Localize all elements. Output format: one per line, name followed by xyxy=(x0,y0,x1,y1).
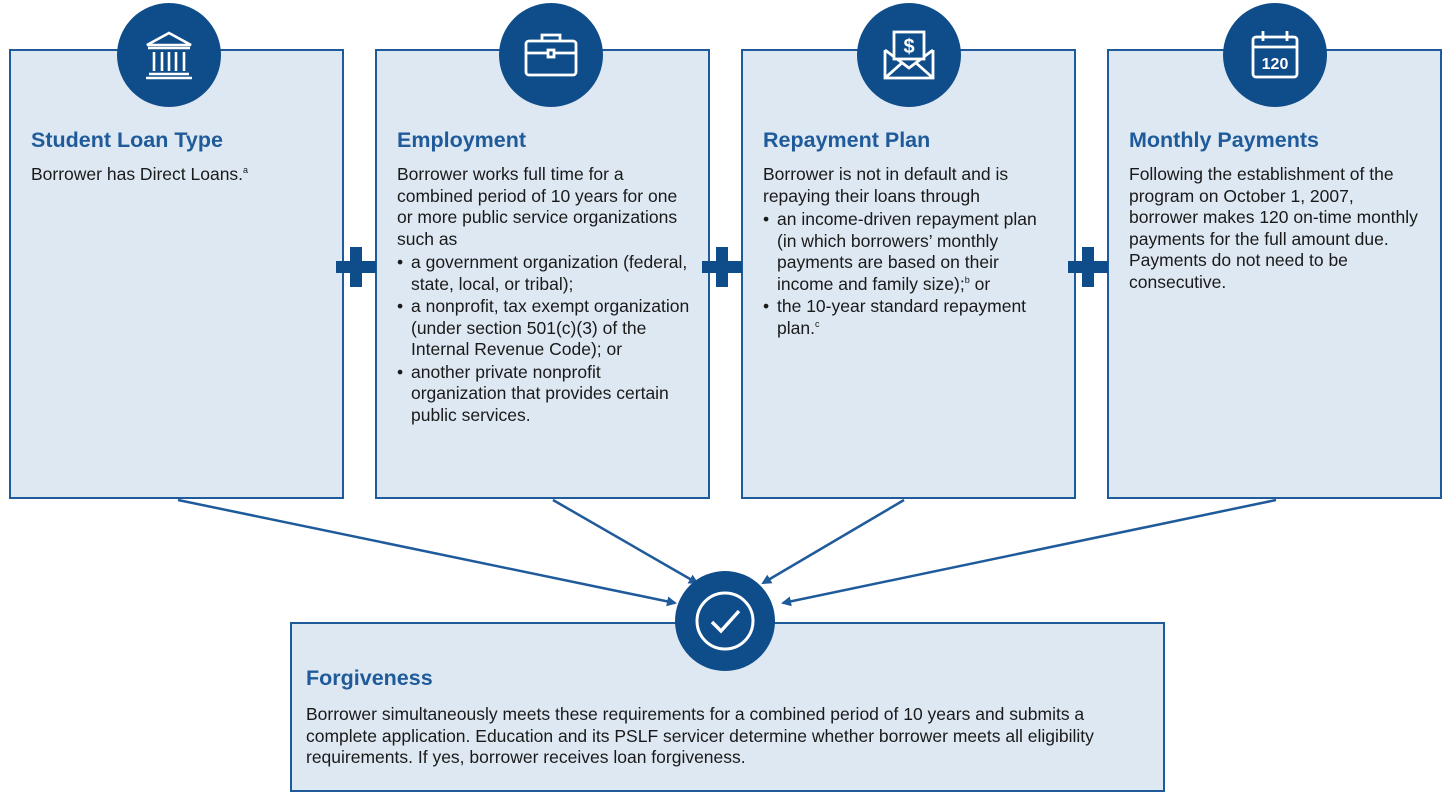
panel-title: Repayment Plan xyxy=(763,128,931,152)
panel-employment: Employment Borrower works full time for … xyxy=(375,49,710,499)
svg-text:$: $ xyxy=(903,36,914,58)
forgiveness-title: Forgiveness xyxy=(306,666,433,690)
bullet-list: an income-driven repayment plan (in whic… xyxy=(763,209,1056,339)
arrow-monthly xyxy=(781,498,1277,607)
svg-text:120: 120 xyxy=(1262,56,1289,73)
bank-building-icon xyxy=(117,3,221,107)
checkmark-icon xyxy=(675,571,775,671)
plus-icon xyxy=(702,247,742,287)
envelope-dollar-icon: $ xyxy=(857,3,961,107)
panel-title: Student Loan Type xyxy=(31,128,223,152)
bullet-item: the 10-year standard repayment plan.c xyxy=(763,296,1056,339)
calendar-icon: 120 xyxy=(1223,3,1327,107)
forgiveness-text: Borrower simultaneously meets these requ… xyxy=(306,704,1094,767)
bullet-item: a government organization (federal, stat… xyxy=(397,252,690,295)
bullet-list: a government organization (federal, stat… xyxy=(397,252,690,426)
bullet-item: another private nonprofit organization t… xyxy=(397,362,690,427)
arrow-loan-type xyxy=(177,498,677,607)
panel-title: Employment xyxy=(397,128,527,152)
arrow-repayment xyxy=(761,498,905,585)
panel-text: Borrower is not in default and is repayi… xyxy=(763,164,1009,206)
panel-text: Following the establishment of the progr… xyxy=(1129,164,1418,292)
panel-text: Borrower works full time for a combined … xyxy=(397,164,678,249)
panel-text: Borrower has Direct Loans.a xyxy=(31,164,249,184)
briefcase-icon xyxy=(499,3,603,107)
panel-monthly-payments: Monthly Payments Following the establish… xyxy=(1107,49,1442,499)
panel-student-loan-type: Student Loan Type Borrower has Direct Lo… xyxy=(9,49,344,499)
panel-title: Monthly Payments xyxy=(1129,128,1319,152)
plus-icon xyxy=(1068,247,1108,287)
arrow-employment xyxy=(552,498,699,585)
panel-repayment-plan: Repayment Plan Borrower is not in defaul… xyxy=(741,49,1076,499)
plus-icon xyxy=(336,247,376,287)
bullet-item: a nonprofit, tax exempt organization (un… xyxy=(397,296,690,361)
bullet-item: an income-driven repayment plan (in whic… xyxy=(763,209,1056,295)
